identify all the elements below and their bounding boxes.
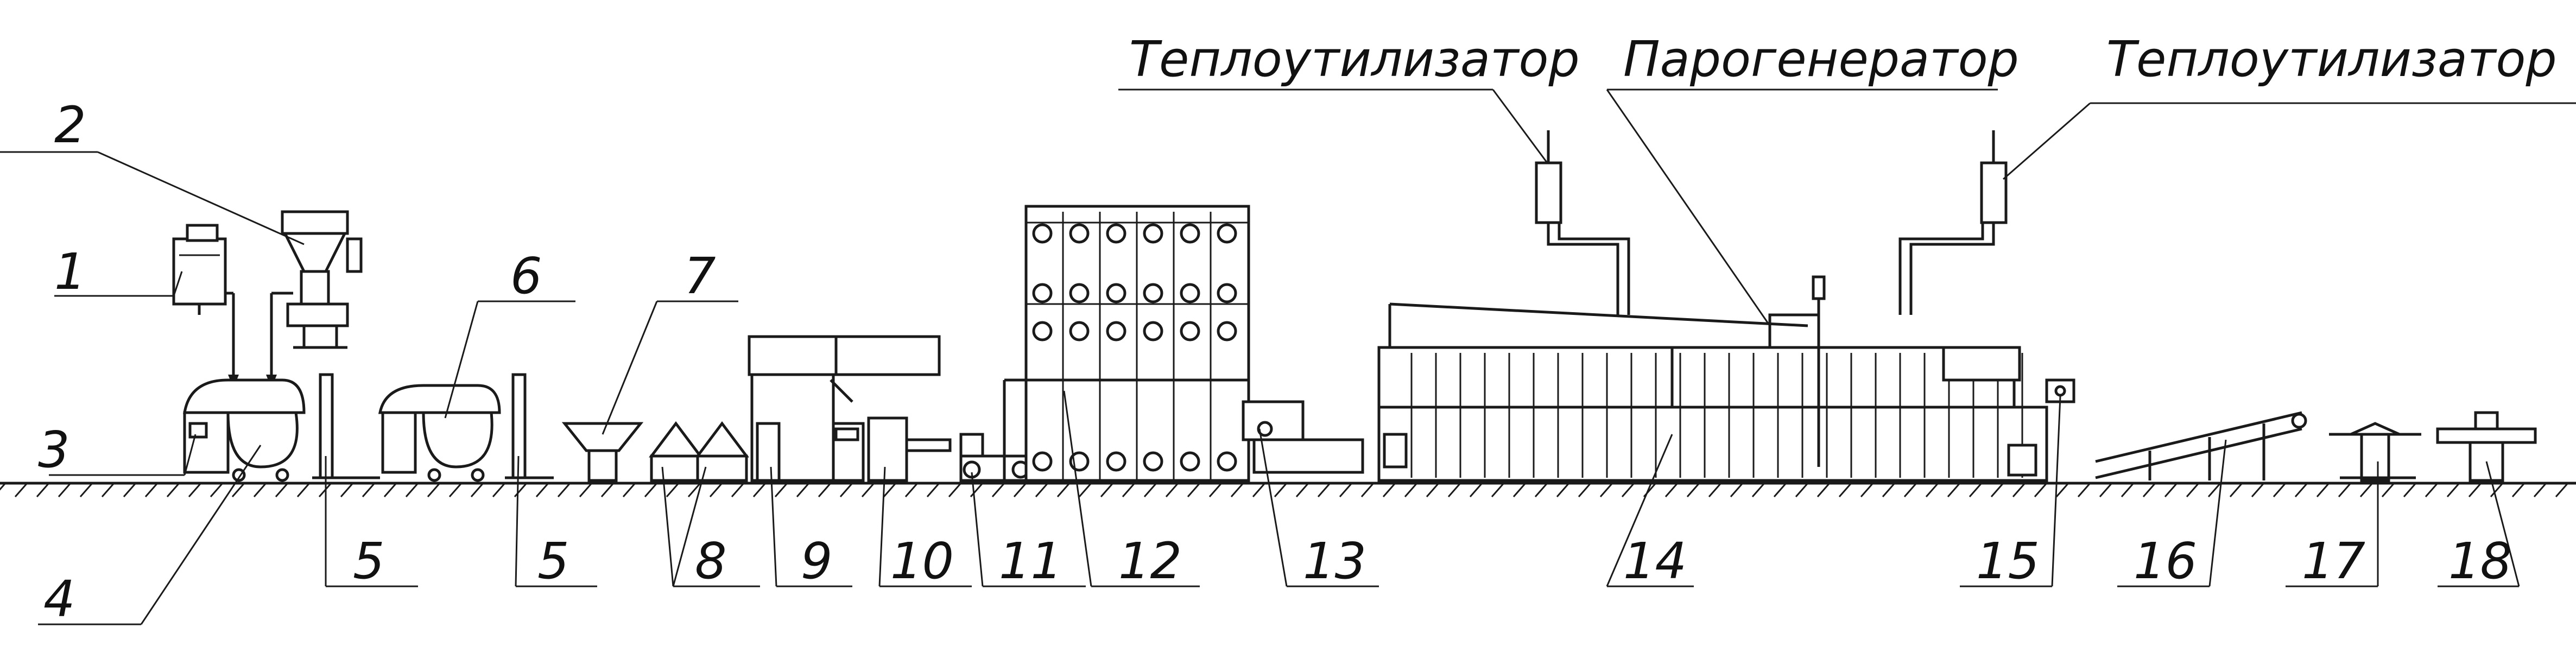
equipment-18-packing (2436, 411, 2537, 482)
heat-recovery-unit-2 (1898, 130, 2008, 315)
label-8: 8 (695, 532, 727, 590)
caption-heat-recovery-left: Теплоутилизатор (1129, 31, 1580, 88)
equipment-12-proofing-cabinet (1003, 205, 1250, 482)
equipment-5-stand-b (505, 373, 554, 479)
equipment-14-tunnel-oven (1377, 275, 2048, 482)
caption-steam-generator: Парогенератор (1623, 31, 2019, 88)
equipment-17-cooling-table (2329, 422, 2421, 482)
label-1-pos: 2 (54, 96, 86, 154)
label-9: 9 (801, 532, 833, 590)
oven-panels (1410, 353, 2023, 478)
label-17: 17 (2302, 532, 2365, 590)
label-13: 13 (1303, 532, 1366, 590)
label-5a: 5 (353, 532, 385, 590)
label-12: 12 (1118, 532, 1182, 590)
equipment-2-dosing-hopper (281, 210, 363, 349)
label-3-pos: 3 (38, 421, 70, 479)
proofer-sprockets (1032, 223, 1237, 472)
equipment-5-stand-a (312, 373, 380, 479)
floor-hatching (0, 483, 2569, 497)
equipment-3-4-dough-mixer (183, 378, 306, 482)
leader-lines (0, 88, 2576, 625)
label-2-pos: 1 (54, 243, 86, 301)
heat-recovery-unit-1 (1535, 130, 1630, 315)
feed-arrows (225, 292, 293, 388)
label-14: 14 (1623, 532, 1687, 590)
label-5b: 5 (537, 532, 569, 590)
equipment-15-control-box (2045, 378, 2075, 403)
floor (0, 482, 2576, 497)
caption-heat-recovery-right: Теплоутилизатор (2106, 31, 2557, 88)
equipment-7-hopper (561, 422, 644, 482)
equipment-9-divider (748, 335, 941, 482)
equipment-1-canister (172, 224, 227, 315)
label-18: 18 (2448, 532, 2512, 590)
equipment-6-dough-mixer (378, 384, 501, 482)
label-4-pos: 4 (43, 570, 75, 628)
label-6: 6 (510, 247, 542, 305)
label-10: 10 (890, 532, 954, 590)
equipment-16-inclined-conveyor (2095, 411, 2307, 480)
equipment-13-transfer (1242, 400, 1364, 474)
equipment-8-rounders (649, 421, 749, 482)
label-16: 16 (2134, 532, 2197, 590)
proofer-columns (1026, 212, 1249, 480)
label-11: 11 (999, 532, 1062, 590)
label-7: 7 (684, 247, 716, 305)
label-15: 15 (1976, 532, 2040, 590)
equipment-10-moulder (867, 416, 952, 482)
